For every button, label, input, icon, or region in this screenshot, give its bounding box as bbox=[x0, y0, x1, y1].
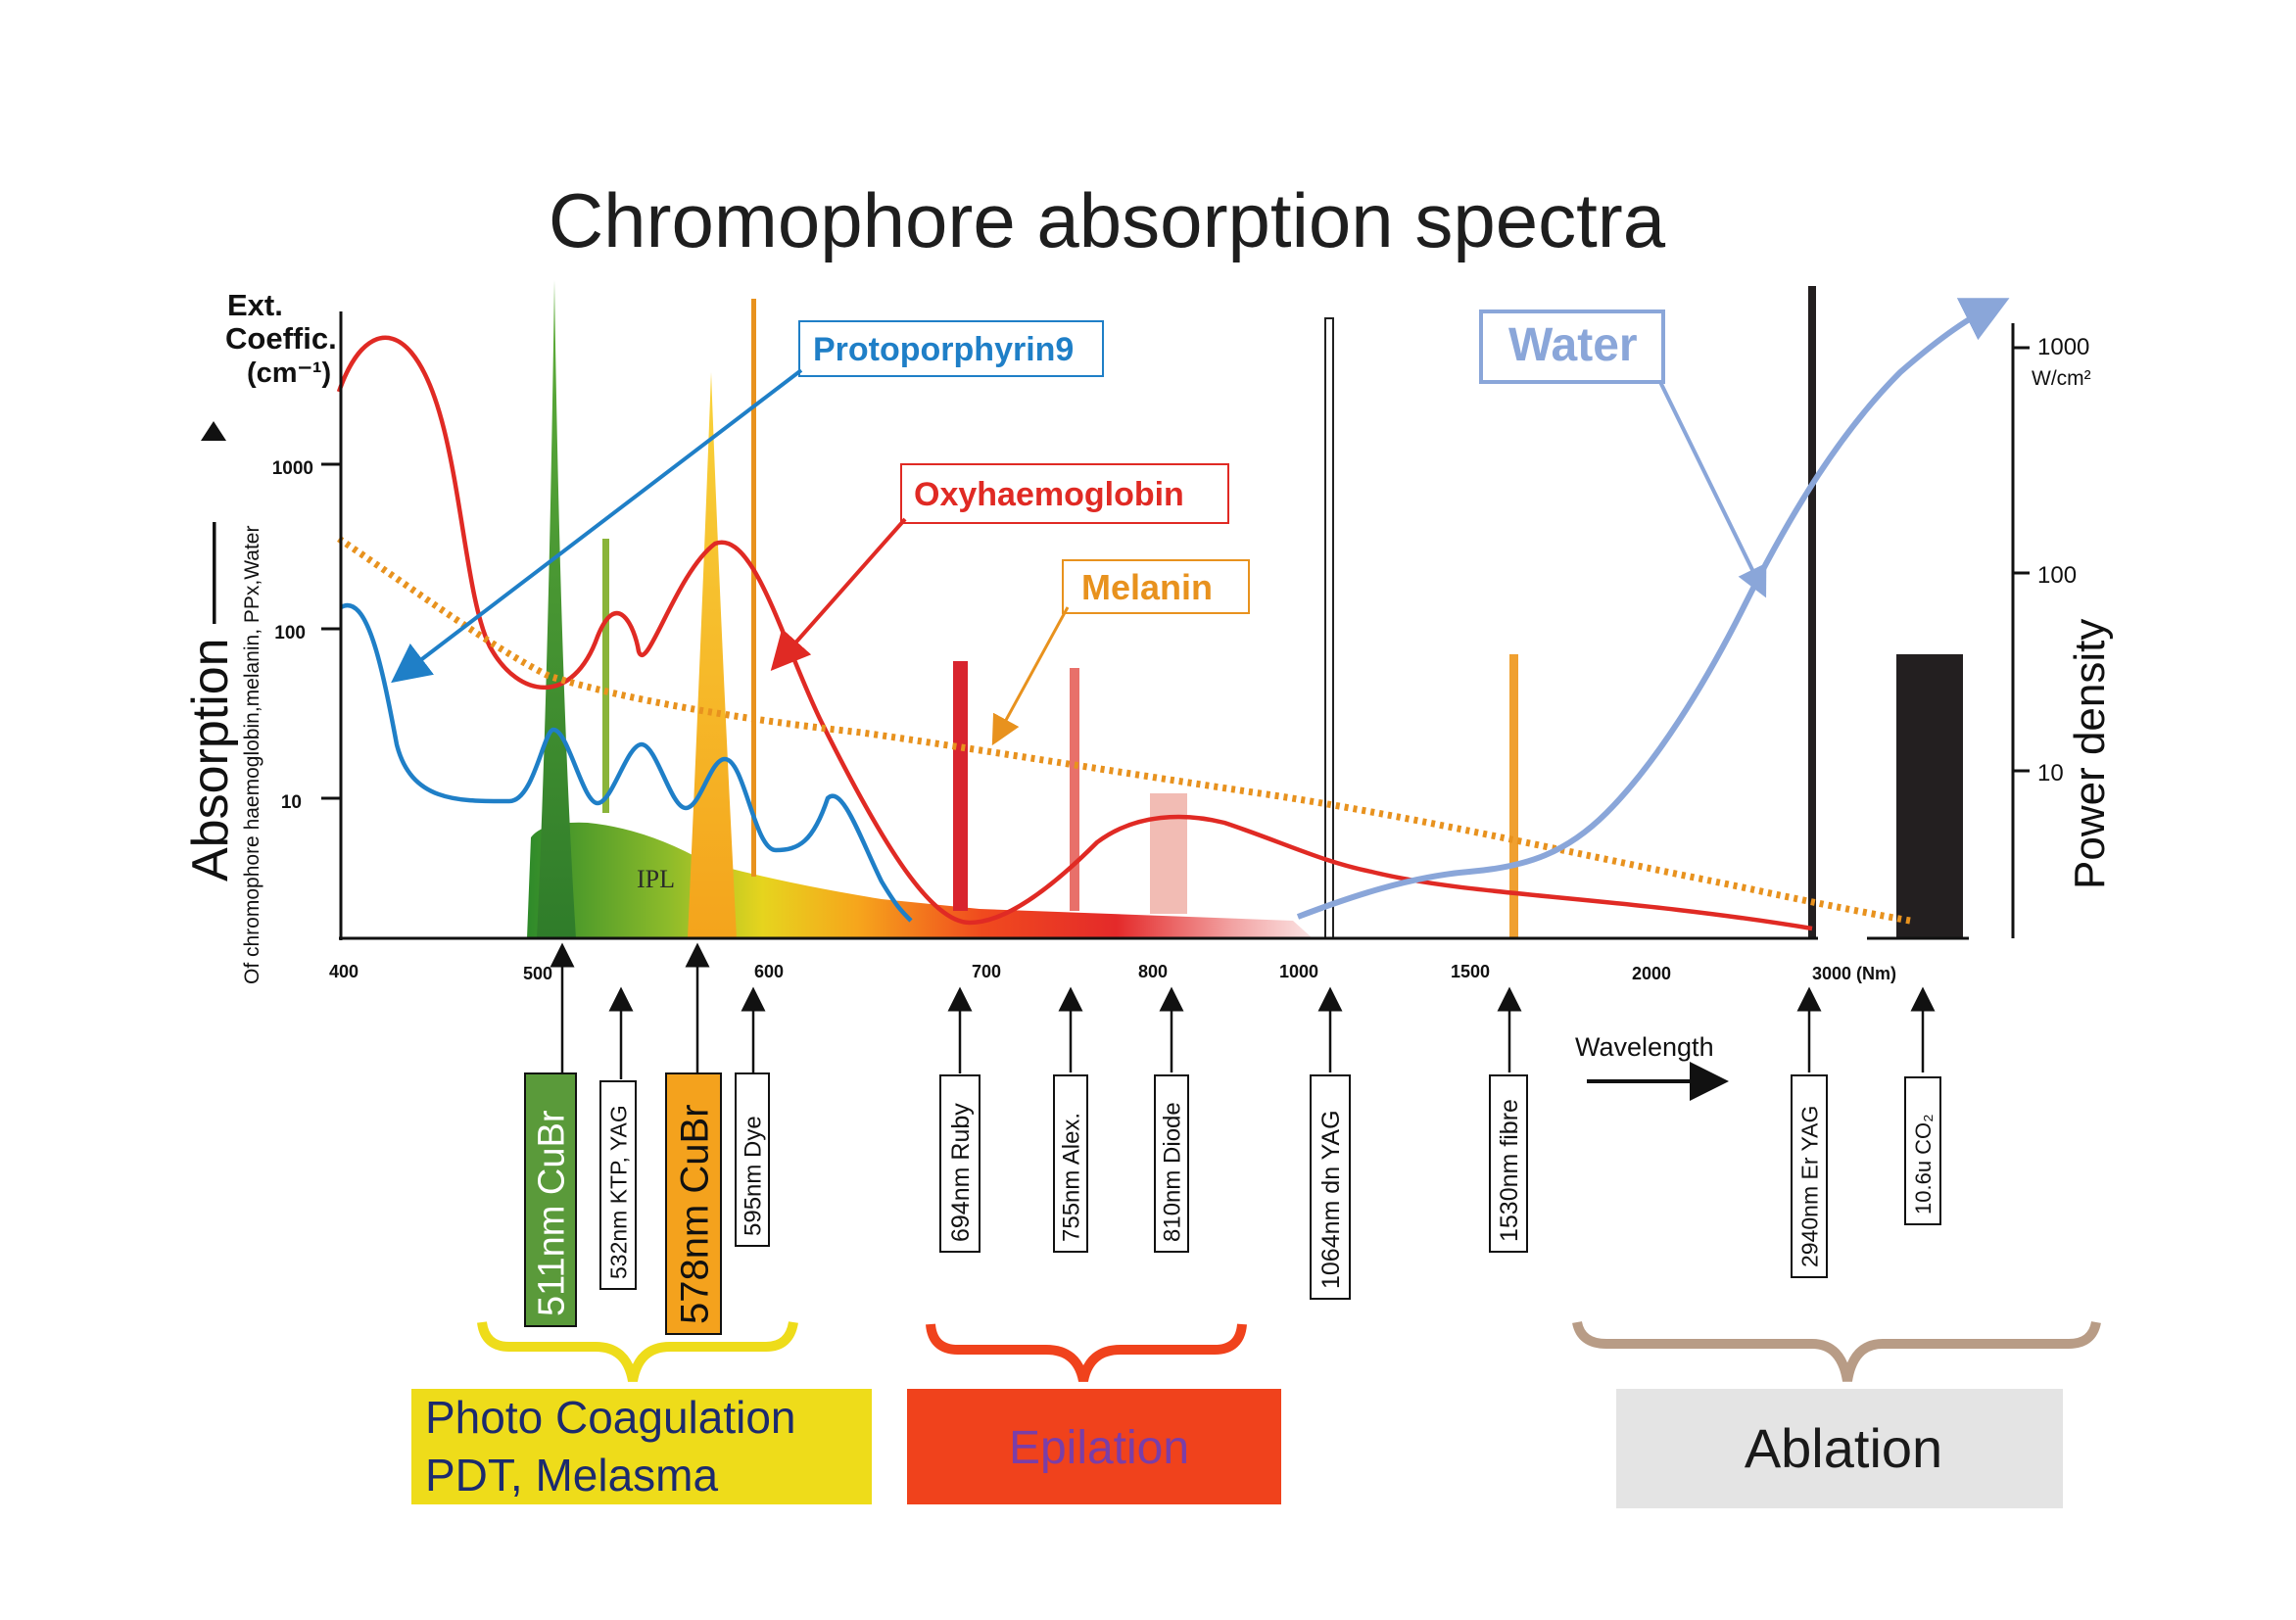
laser-label-text: 755nm Alex. bbox=[1059, 1113, 1085, 1242]
laser-bar-2940 bbox=[1808, 286, 1816, 938]
arrow-water bbox=[1658, 381, 1767, 598]
legend-box-water bbox=[1479, 310, 1665, 384]
y-unit-line-2: Coeffic. bbox=[225, 321, 337, 356]
laser-bar-co2 bbox=[1896, 654, 1963, 938]
laser-label-text: 595nm Dye bbox=[741, 1116, 767, 1236]
laser-label-box bbox=[665, 1072, 722, 1335]
y-unit-line-3: (cm⁻¹) bbox=[247, 357, 331, 389]
legend-box-protoporphyrin bbox=[798, 320, 1104, 377]
y-axis-sub-label: Of chromophore haemoglobin,melanin, PPx,… bbox=[241, 526, 263, 984]
x-tick-400: 400 bbox=[329, 962, 359, 981]
laser-label-box bbox=[1791, 1074, 1828, 1278]
ipl-label: IPL bbox=[637, 865, 675, 893]
laser-label-box bbox=[939, 1074, 981, 1253]
x-tick-700: 700 bbox=[972, 962, 1001, 981]
laser-bar-532 bbox=[602, 539, 609, 813]
laser-label-text: 694nm Ruby bbox=[947, 1103, 975, 1242]
x-axis-label: Wavelength bbox=[1575, 1032, 1714, 1062]
series-melanin bbox=[337, 536, 1911, 925]
application-box-ablation bbox=[1616, 1389, 2063, 1508]
laser-bar-755 bbox=[1070, 668, 1079, 911]
legend-box-oxyhaemoglobin bbox=[900, 463, 1229, 524]
laser-label-box bbox=[1489, 1074, 1528, 1253]
series-protoporphyrin9 bbox=[339, 602, 913, 923]
application-photo-line-2: PDT, Melasma bbox=[425, 1450, 718, 1501]
arrow-oxyhaemoglobin bbox=[770, 517, 907, 671]
x-tick-1500: 1500 bbox=[1451, 962, 1490, 981]
laser-label-text: 578nm CuBr bbox=[673, 1104, 716, 1324]
laser-label-box bbox=[1904, 1076, 1941, 1225]
laser-label-box bbox=[1310, 1074, 1351, 1300]
laser-label-box bbox=[1154, 1074, 1189, 1253]
application-photo-line-1: Photo Coagulation bbox=[425, 1392, 796, 1443]
laser-label-text: 511nm CuBr bbox=[532, 1110, 573, 1316]
legend-oxyhaemoglobin: Oxyhaemoglobin bbox=[914, 476, 1184, 513]
laser-label-text: 532nm KTP, YAG bbox=[605, 1105, 631, 1279]
laser-label-box bbox=[735, 1072, 770, 1247]
application-ablation: Ablation bbox=[1745, 1417, 1942, 1479]
chart-title: Chromophore absorption spectra bbox=[549, 177, 1666, 263]
right-axis-label: Power density bbox=[2066, 619, 2114, 889]
x-tick-2000: 2000 bbox=[1632, 964, 1671, 983]
legend-melanin: Melanin bbox=[1081, 567, 1213, 607]
right-tick-10: 10 bbox=[2037, 760, 2064, 786]
laser-labels: 511nm CuBr 532nm KTP, YAG 578nm CuBr 595nm … bbox=[524, 1072, 1941, 1335]
laser-bar-1530 bbox=[1509, 654, 1518, 938]
laser-label-text: 810nm Diode bbox=[1160, 1102, 1186, 1242]
arrow-protoporphyrin bbox=[391, 368, 803, 684]
laser-bar-810 bbox=[1150, 793, 1187, 914]
laser-label-text: 1064nm dn YAG bbox=[1317, 1110, 1345, 1289]
right-axis-ticks bbox=[2013, 346, 2030, 773]
application-box-photo bbox=[411, 1389, 872, 1504]
legend-protoporphyrin: Protoporphyrin9 bbox=[813, 331, 1074, 368]
application-epilation: Epilation bbox=[1009, 1422, 1189, 1474]
legend-water: Water bbox=[1508, 319, 1638, 371]
y-tick-10: 10 bbox=[281, 792, 302, 813]
laser-label-box bbox=[1053, 1074, 1088, 1253]
x-tick-800: 800 bbox=[1138, 962, 1168, 981]
brace-photo-coagulation bbox=[477, 1320, 798, 1383]
laser-bar-1064 bbox=[1324, 317, 1334, 939]
x-tick-500: 500 bbox=[523, 964, 552, 983]
x-tick-1000: 1000 bbox=[1279, 962, 1318, 981]
laser-label-text: 1530nm fibre bbox=[1496, 1099, 1523, 1242]
y-unit-line-1: Ext. bbox=[227, 288, 283, 322]
y-tick-100: 100 bbox=[274, 623, 306, 643]
laser-bar-694 bbox=[953, 661, 968, 911]
right-tick-1000: 1000 bbox=[2037, 334, 2089, 360]
laser-label-text: 2940nm Er YAG bbox=[1796, 1106, 1822, 1267]
y-axis-main-label: Absorption —— bbox=[182, 522, 239, 881]
laser-label-box bbox=[524, 1072, 577, 1327]
y-tick-1000: 1000 bbox=[272, 458, 313, 479]
laser-peak-511 bbox=[537, 280, 576, 938]
laser-pointer-arrows bbox=[550, 942, 1936, 1079]
laser-label-box bbox=[599, 1080, 637, 1290]
right-tick-100: 100 bbox=[2037, 562, 2077, 589]
laser-label-text: 10.6u CO₂ bbox=[1911, 1114, 1936, 1215]
laser-bar-595 bbox=[751, 299, 756, 877]
arrow-melanin bbox=[991, 606, 1070, 746]
laser-peak-578 bbox=[688, 372, 737, 938]
brace-epilation bbox=[926, 1323, 1247, 1383]
x-tick-3000: 3000 (Nm) bbox=[1812, 964, 1896, 983]
left-axis-ticks bbox=[321, 462, 341, 800]
x-axis-ticks: 400 500 600 700 800 1000 1500 2000 3000 … bbox=[329, 962, 1896, 983]
right-unit: W/cm² bbox=[2032, 367, 2091, 390]
y-axis-arrow-icon bbox=[201, 421, 226, 441]
brace-ablation bbox=[1572, 1320, 2101, 1382]
legend-box-melanin bbox=[1062, 559, 1250, 614]
x-tick-600: 600 bbox=[754, 962, 784, 981]
application-box-epilation bbox=[907, 1389, 1281, 1504]
series-water bbox=[1296, 298, 2010, 920]
